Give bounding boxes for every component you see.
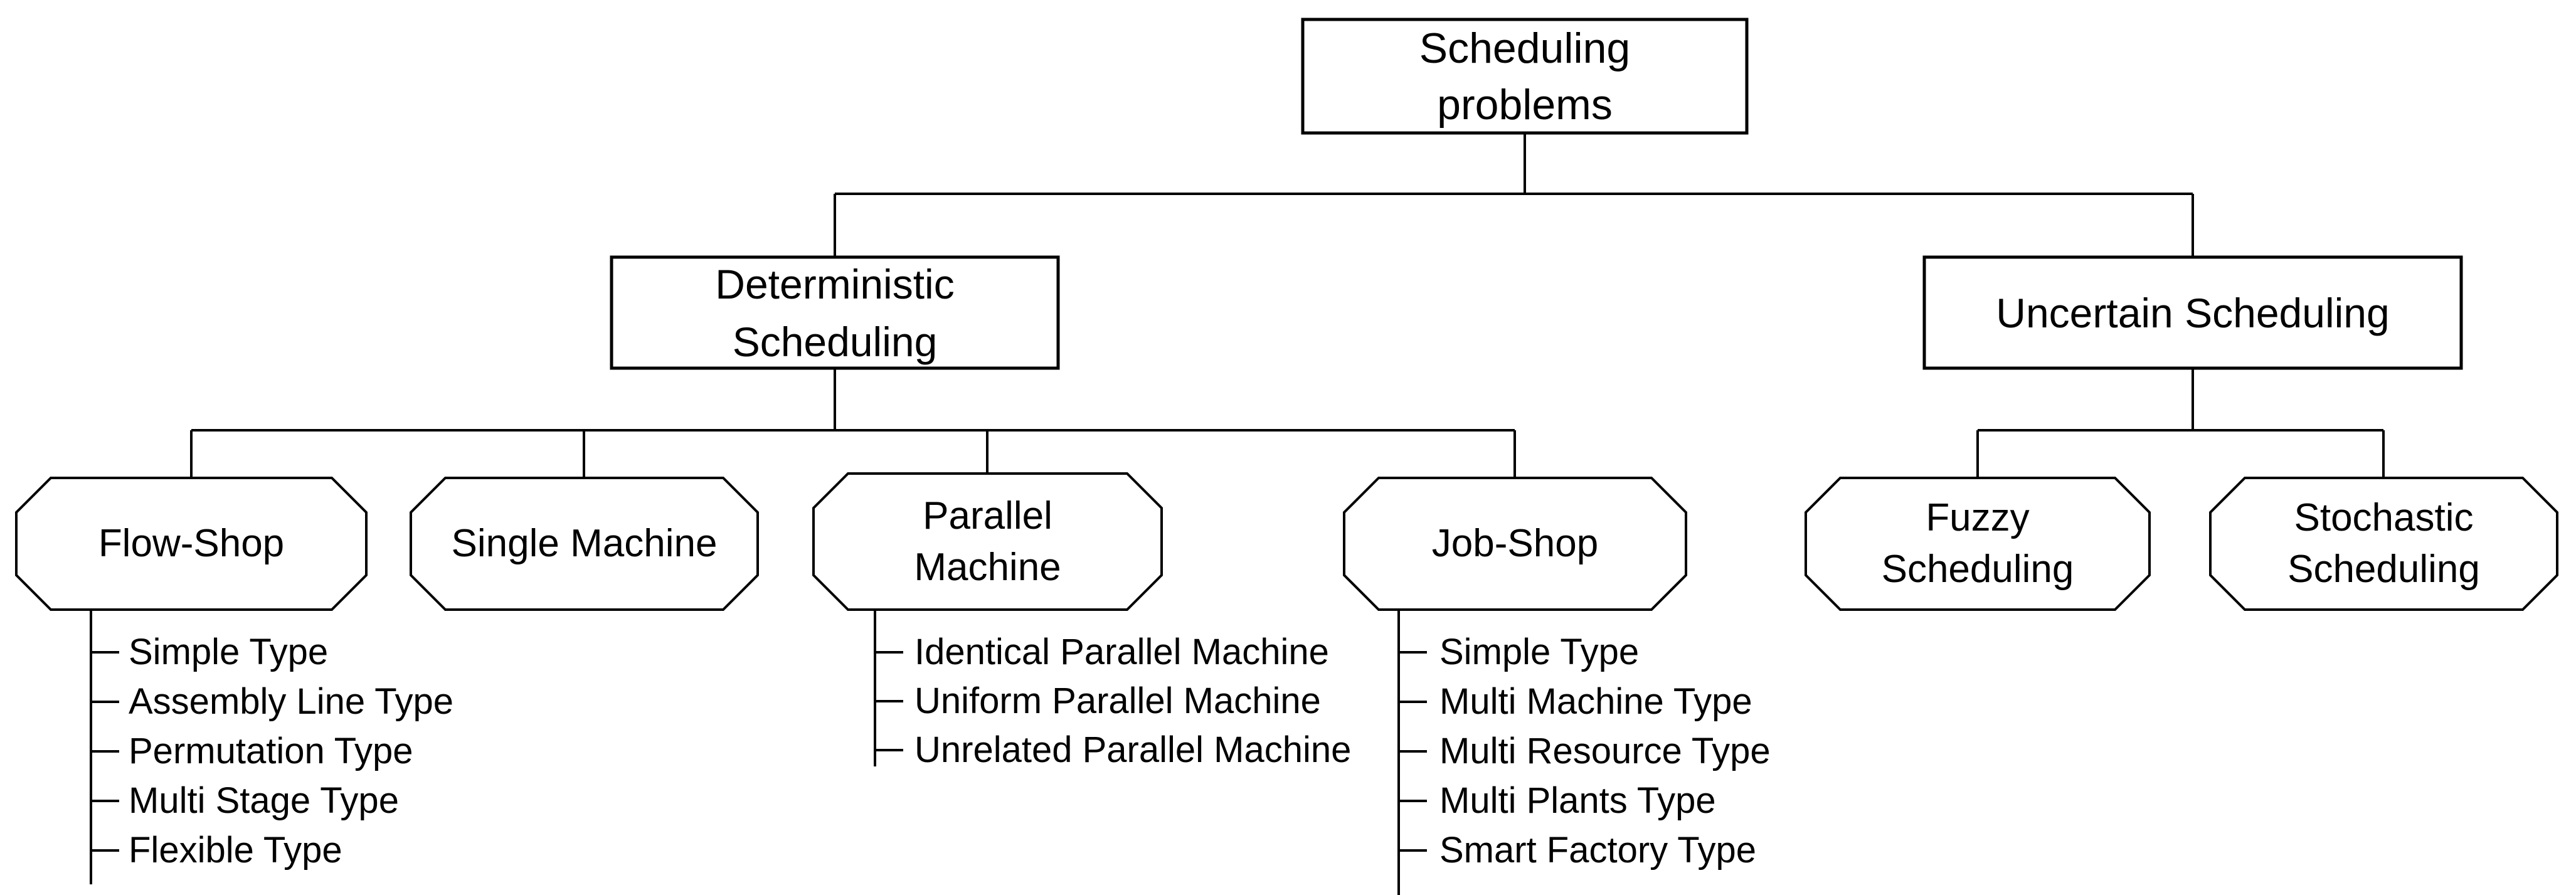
flow-shop-leaf-ticks (91, 651, 119, 852)
node-parallel-machine: Parallel Machine (814, 474, 1162, 610)
node-fuzzy-scheduling: Fuzzy Scheduling (1806, 478, 2149, 610)
leaf-job-shop-multi-machine-type: Multi Machine Type (1439, 681, 1752, 722)
parallel-machine-octagon-shape (812, 472, 1163, 611)
leaf-job-shop-multi-plants-type: Multi Plants Type (1439, 780, 1716, 821)
node-job-shop: Job-Shop (1344, 478, 1686, 610)
node-uncertain-scheduling: Uncertain Scheduling (1924, 257, 2461, 368)
node-label-line: Uncertain Scheduling (1996, 289, 2390, 336)
single-machine-octagon-shape (410, 477, 759, 611)
uncertain-box-shape (1922, 255, 2463, 370)
leaf-uniform-parallel-machine: Uniform Parallel Machine (914, 681, 1321, 721)
leaf-flow-shop-assembly-line-type: Assembly Line Type (129, 681, 453, 722)
leaf-flow-shop-multi-stage-type: Multi Stage Type (129, 780, 399, 821)
parallel-machine-leaf-ticks (875, 651, 903, 751)
job-shop-leaf-ticks (1399, 651, 1427, 852)
node-label-line: Fuzzy (1926, 496, 2030, 539)
leaf-flow-shop-flexible-type: Flexible Type (129, 830, 342, 871)
node-label-line: Job-Shop (1431, 522, 1599, 565)
node-label-line: Single Machine (451, 522, 718, 565)
fuzzy-octagon-shape (1805, 477, 2151, 611)
root-box-shape (1301, 18, 1749, 135)
node-label-line: problems (1437, 80, 1613, 129)
leaf-job-shop-smart-factory-type: Smart Factory Type (1439, 830, 1756, 871)
leaf-job-shop-simple-type: Simple Type (1439, 632, 1640, 672)
node-label-line: Parallel (923, 494, 1052, 538)
node-label-line: Stochastic (2294, 496, 2474, 539)
node-label-line: Scheduling (2287, 548, 2480, 591)
leaf-unrelated-parallel-machine: Unrelated Parallel Machine (914, 729, 1352, 770)
node-label-line: Flow-Shop (98, 522, 285, 565)
node-label-line: Deterministic (715, 260, 955, 307)
node-stochastic-scheduling: Stochastic Scheduling (2210, 478, 2557, 610)
node-scheduling-problems: Scheduling problems (1303, 19, 1747, 133)
leaf-job-shop-multi-resource-type: Multi Resource Type (1439, 731, 1771, 771)
stochastic-octagon-shape (2209, 477, 2558, 611)
node-label-line: Scheduling (732, 318, 938, 365)
leaf-identical-parallel-machine: Identical Parallel Machine (914, 632, 1329, 672)
leaf-flow-shop-permutation-type: Permutation Type (129, 731, 413, 771)
node-label-line: Scheduling (1881, 548, 2074, 591)
node-flow-shop: Flow-Shop (16, 478, 366, 610)
job-shop-octagon-shape (1343, 477, 1687, 611)
flow-shop-octagon-shape (15, 477, 368, 611)
node-deterministic-scheduling: Deterministic Scheduling (612, 257, 1058, 368)
node-label-line: Scheduling (1419, 24, 1631, 72)
deterministic-box-shape (610, 255, 1060, 370)
node-label-line: Machine (914, 545, 1061, 589)
node-single-machine: Single Machine (411, 478, 758, 610)
leaf-flow-shop-simple-type: Simple Type (129, 632, 329, 672)
